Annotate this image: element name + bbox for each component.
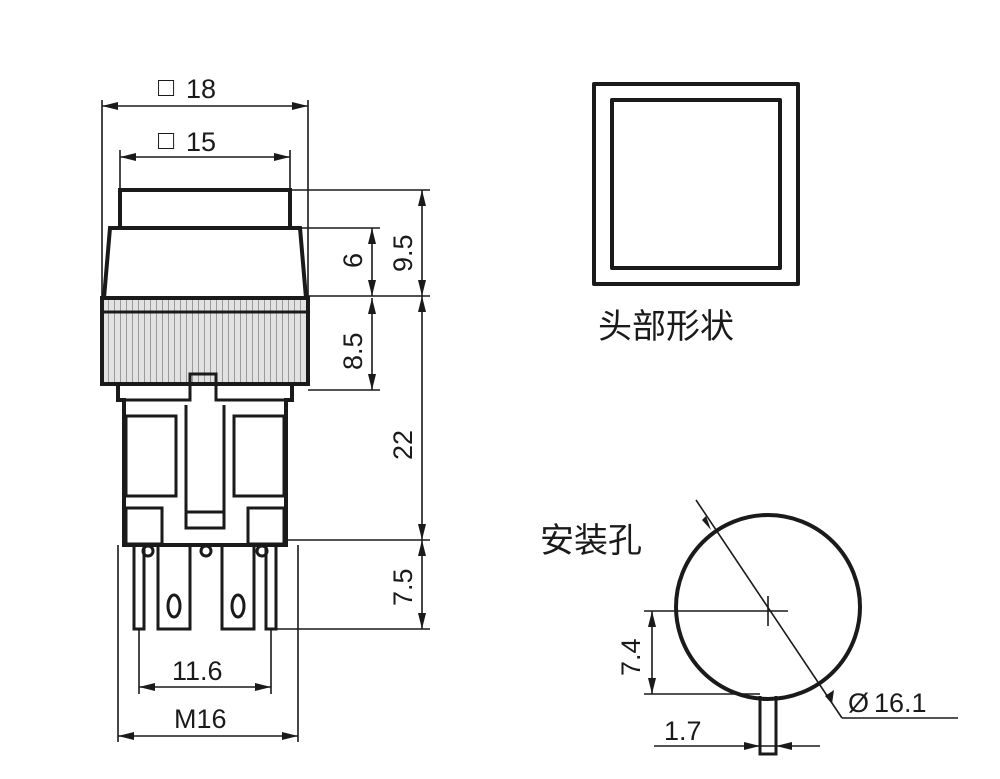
switch-housing: [116, 382, 294, 547]
dim-outer-width-label: 18: [186, 74, 216, 104]
dim-cap-upper-label: 6: [338, 253, 368, 268]
housing-window-left: [124, 414, 178, 498]
mounting-hole-key: [758, 692, 778, 756]
head-shape-label: 头部形状: [598, 307, 734, 347]
mounting-hole-view: 安装孔 Ø 16.1 7.4 1.7: [540, 499, 958, 756]
hole-diameter-symbol: Ø: [848, 688, 869, 718]
dim-outer-width-symbol: □: [158, 72, 175, 102]
switch-side-view: [100, 188, 310, 631]
dim-key-width-label: 1.7: [664, 716, 702, 746]
dim-cap-width-symbol: □: [158, 125, 175, 155]
dim-offset-label: 7.4: [616, 638, 646, 676]
dim-cap-total-label: 9.5: [388, 234, 418, 272]
dim-ring-label: 8.5: [338, 332, 368, 370]
head-shape-outer-square: [592, 82, 800, 286]
dim-cap-total: 9.5: [388, 190, 426, 296]
dim-thread: M16: [117, 545, 299, 742]
switch-cap: [118, 188, 292, 230]
dim-pin-span-label: 11.6: [172, 656, 223, 686]
head-shape-view: 头部形状: [592, 82, 800, 347]
switch-bezel: [101, 226, 309, 300]
dim-cap-width-label: 15: [186, 127, 216, 157]
dim-outer-width: □ 18: [101, 72, 309, 298]
mounting-hole-label: 安装孔: [540, 521, 642, 561]
head-shape-inner-square: [610, 98, 782, 270]
dim-extension-lines: [276, 189, 430, 630]
dim-terminal: 7.5: [388, 540, 426, 629]
housing-window-right: [232, 414, 286, 498]
dim-cap-upper: 6: [338, 228, 376, 296]
dim-cap-width: □ 15: [119, 125, 291, 190]
dim-thread-label: M16: [174, 704, 227, 734]
dim-body-label: 22: [388, 430, 418, 460]
hole-diameter-label: 16.1: [874, 688, 927, 718]
switch-terminals: [132, 543, 278, 631]
housing-key-slot: [184, 510, 226, 530]
dim-terminal-label: 7.5: [388, 568, 418, 606]
dim-body: 22: [388, 296, 426, 540]
dim-pin-span: 11.6: [138, 629, 272, 694]
dim-ring: 8.5: [338, 298, 376, 390]
